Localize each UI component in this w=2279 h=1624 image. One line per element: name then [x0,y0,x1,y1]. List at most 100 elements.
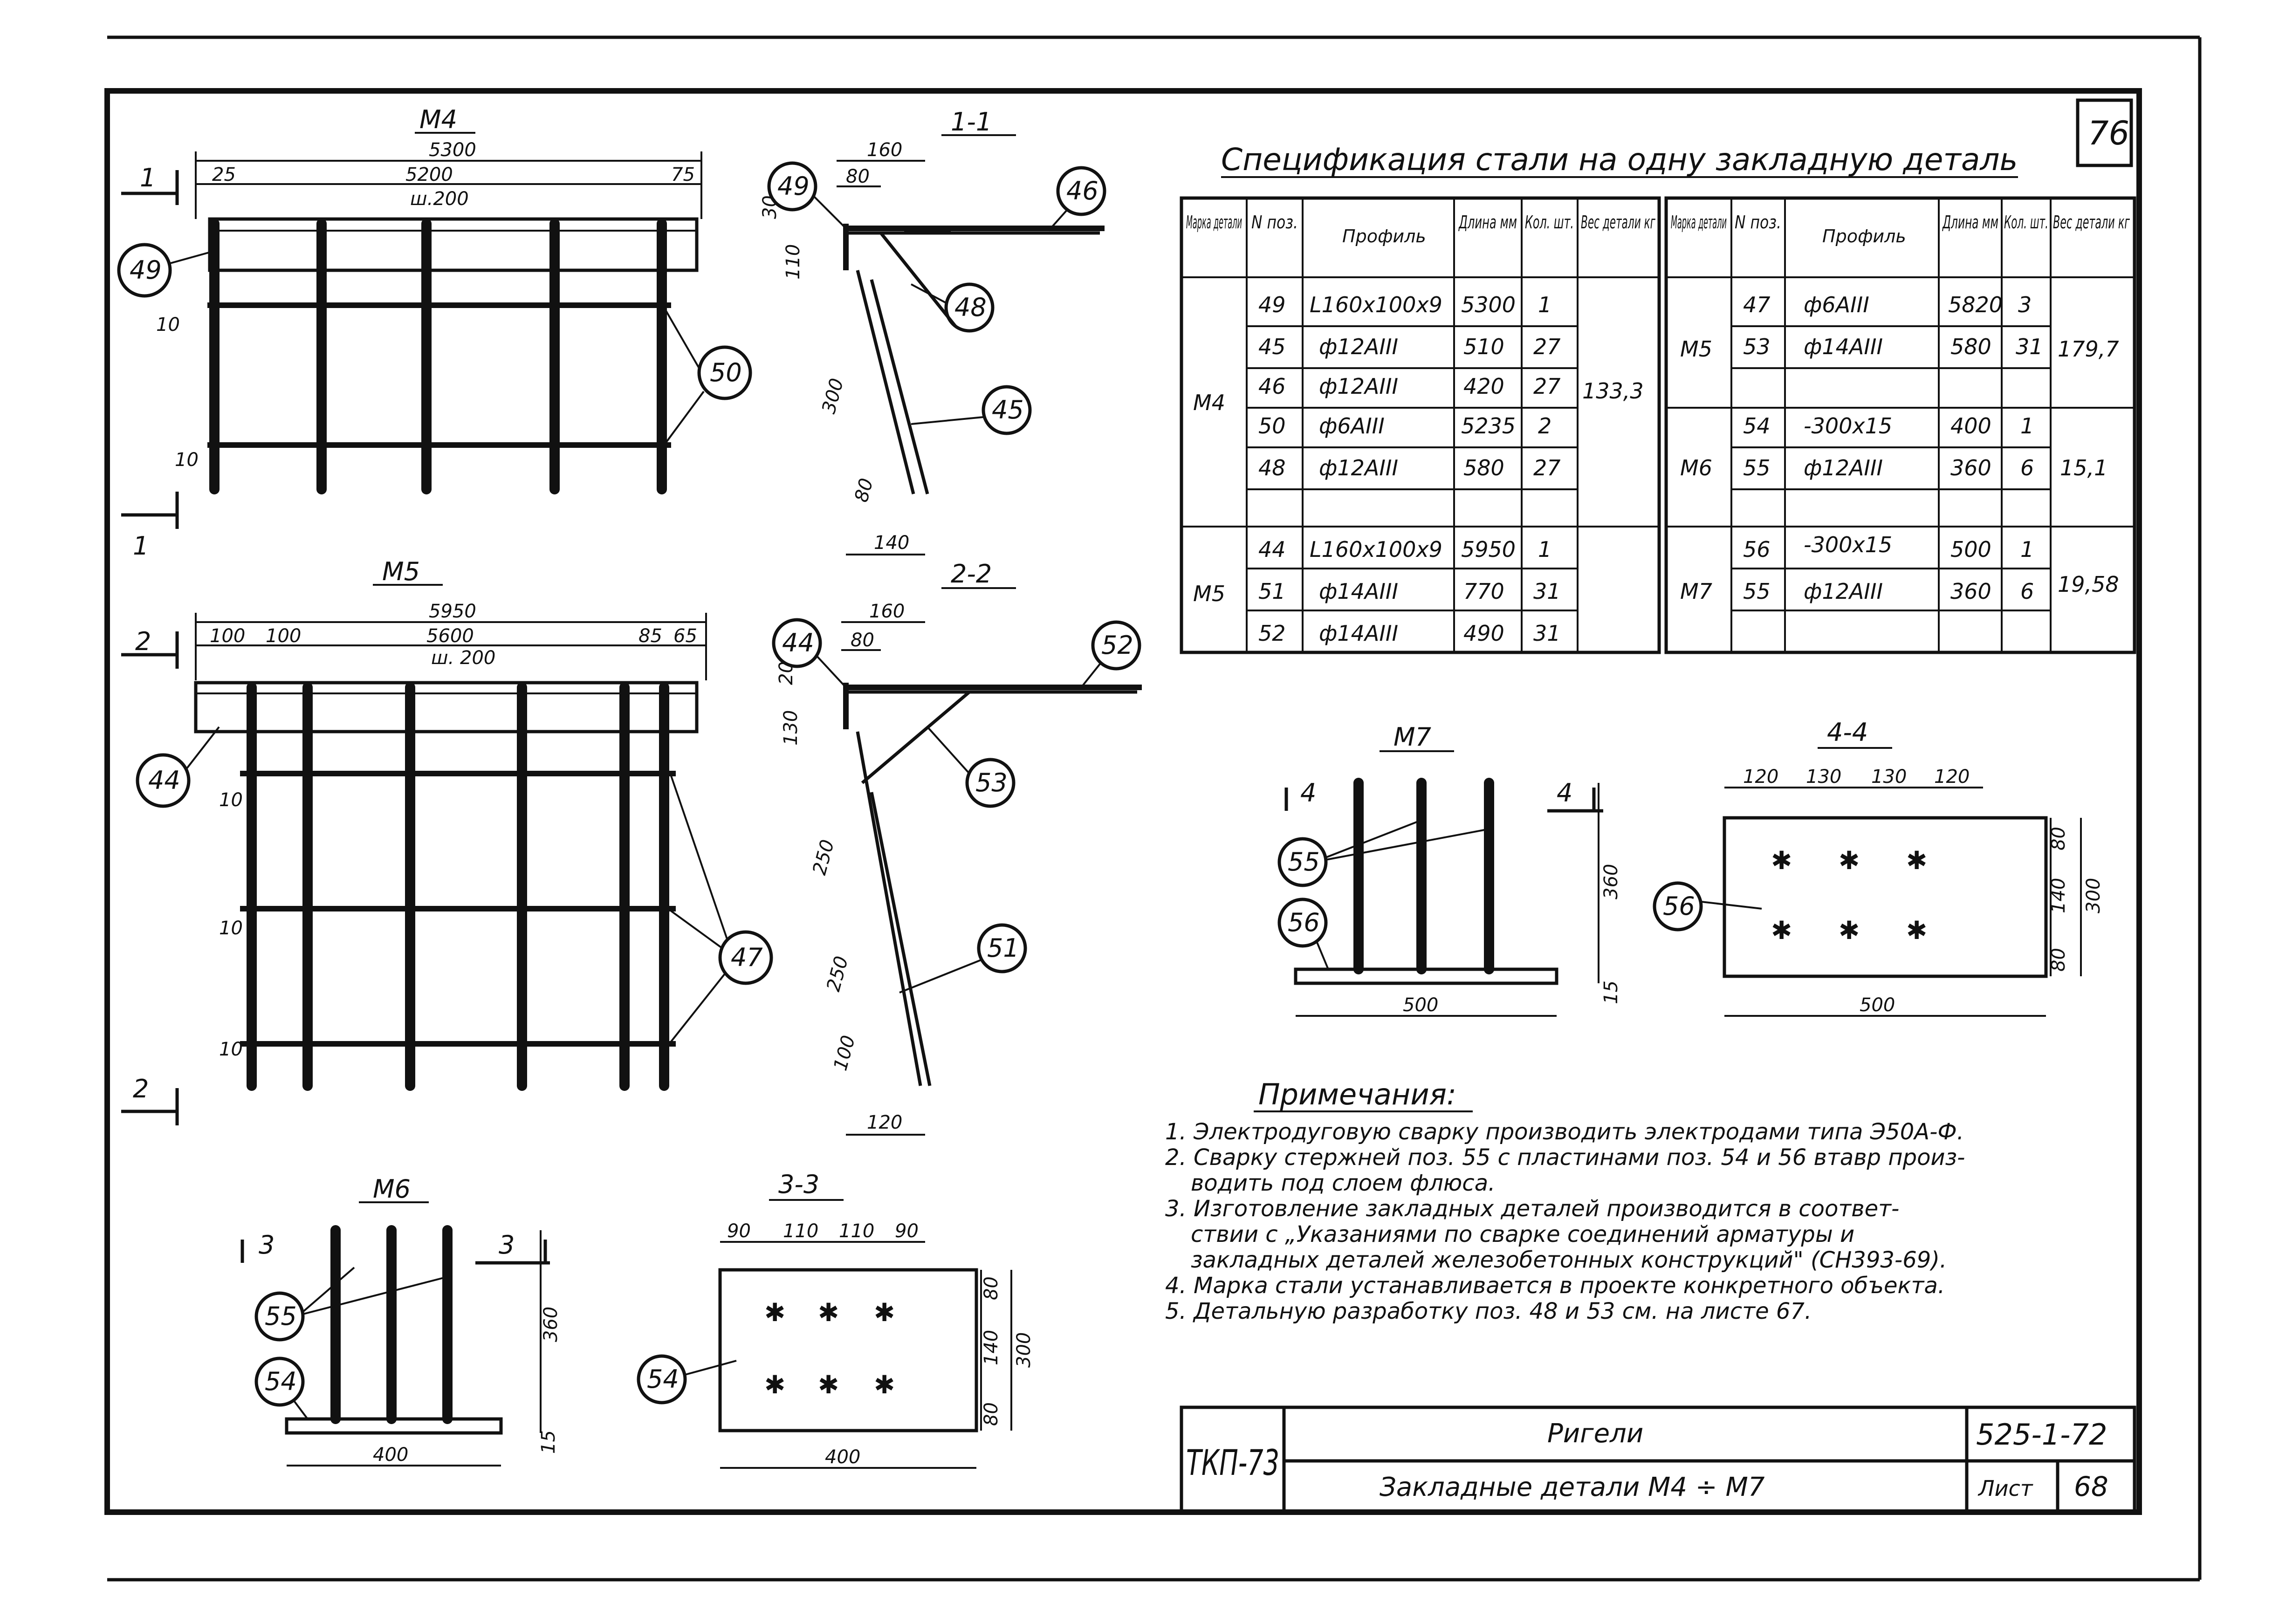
svg-text:М5: М5 [1680,336,1712,362]
view-m4-title: М4 [419,105,457,134]
svg-text:360: 360 [1950,579,1991,604]
svg-text:49: 49 [130,255,162,285]
svg-text:130: 130 [1871,766,1907,788]
callout-m7-56 [1277,898,1328,948]
section-3-3: 3-3 90 110 110 90 ✱ ✱ ✱ ✱ ✱ ✱ 80 140 80 … [637,1170,1035,1469]
svg-text:4: 4 [1557,778,1572,808]
drawing-name: Ригели [1547,1418,1643,1449]
svg-text:580: 580 [1950,334,1991,359]
section-2-2: 2-2 160 80 20 130 250 250 100 120 44 52 … [772,559,1142,1136]
svg-text:54: 54 [265,1367,297,1396]
svg-text:48: 48 [1258,455,1286,480]
callout-m7-55 [1277,837,1328,887]
callout-49 [117,243,172,298]
svg-text:ф14АIII: ф14АIII [1319,621,1398,646]
svg-text:1. Электродуговую сварку произ: 1. Электродуговую сварку производить эле… [1165,1119,1964,1145]
svg-text:М4: М4 [1193,390,1225,415]
svg-text:Марка детали: Марка детали [1671,212,1727,233]
svg-text:15,1: 15,1 [2060,455,2107,480]
svg-text:✱: ✱ [1771,916,1792,945]
svg-text:15: 15 [538,1430,559,1454]
svg-text:770: 770 [1463,579,1504,604]
svg-text:80: 80 [981,1402,1002,1426]
svg-text:✱: ✱ [874,1298,895,1327]
svg-text:25: 25 [212,164,236,185]
view-m6-title: М6 [373,1174,411,1204]
svg-text:✱: ✱ [1906,916,1927,945]
notes: Примечания: 1. Электродуговую сварку про… [1165,1077,1965,1324]
svg-text:510: 510 [1463,334,1504,359]
svg-text:ф12АIII: ф12АIII [1319,455,1398,480]
svg-text:1: 1 [2020,537,2034,562]
svg-text:1: 1 [1538,292,1551,317]
spec-table: Спецификация стали на одну закладную дет… [1180,142,2136,654]
svg-text:31: 31 [1533,621,1561,646]
svg-text:56: 56 [1663,891,1695,921]
svg-text:300: 300 [1013,1332,1035,1368]
plate-56 [1294,967,1558,985]
svg-text:3: 3 [499,1230,515,1260]
svg-text:Длина мм: Длина мм [1458,212,1517,233]
svg-text:N поз.: N поз. [1251,212,1298,233]
svg-text:100: 100 [266,625,301,647]
svg-text:133,3: 133,3 [1582,378,1644,404]
svg-text:160: 160 [869,601,905,622]
plate-56-plan [1723,816,2048,978]
section-3-3-title: 3-3 [778,1170,819,1199]
svg-text:5200: 5200 [405,164,453,185]
svg-text:3: 3 [259,1230,275,1260]
svg-text:360: 360 [540,1307,562,1342]
svg-text:N поз.: N поз. [1735,212,1781,233]
svg-text:✱: ✱ [1906,846,1927,875]
sheet-number: 68 [2074,1471,2108,1502]
svg-text:500: 500 [1860,994,1895,1016]
svg-text:47: 47 [731,943,763,972]
callout-1-1-46 [1056,166,1106,216]
svg-text:179,7: 179,7 [2058,336,2119,362]
callout-2-2-51 [977,923,1027,973]
svg-text:52: 52 [1258,621,1286,646]
drawing-frame [104,88,2142,1515]
svg-text:Профиль: Профиль [1342,226,1426,247]
svg-text:✱: ✱ [1839,916,1860,945]
angle-49 [208,217,699,272]
svg-text:50: 50 [710,358,742,387]
svg-text:5300: 5300 [429,139,476,161]
svg-text:250: 250 [823,954,852,994]
project-code: 525-1-72 [1976,1418,2107,1452]
svg-text:М6: М6 [1680,455,1712,480]
svg-text:5300: 5300 [1461,292,1516,317]
svg-text:80: 80 [981,1276,1002,1300]
svg-text:400: 400 [825,1446,860,1468]
svg-text:ф12АIII: ф12АIII [1804,579,1883,604]
view-m7: М7 4 4 360 15 500 55 56 [1277,722,1622,1017]
svg-text:100: 100 [830,1033,859,1073]
svg-text:120: 120 [1743,766,1778,788]
svg-text:53: 53 [1743,334,1771,359]
svg-text:130: 130 [1806,766,1841,788]
svg-text:19,58: 19,58 [2058,572,2119,597]
svg-text:160: 160 [867,139,902,161]
svg-text:140: 140 [981,1330,1002,1365]
svg-text:55: 55 [1743,579,1771,604]
section-4-4-title: 4-4 [1827,718,1868,747]
svg-text:90: 90 [727,1220,751,1242]
svg-text:10: 10 [175,449,199,471]
svg-text:водить под слоем флюса.: водить под слоем флюса. [1191,1170,1495,1196]
svg-text:5820: 5820 [1948,292,2003,317]
svg-text:✱: ✱ [818,1370,839,1399]
angle-49-section [843,224,1105,270]
svg-text:110: 110 [783,1220,818,1242]
svg-text:31: 31 [1533,579,1561,604]
svg-text:10: 10 [219,789,243,811]
svg-text:44: 44 [148,766,180,795]
svg-text:52: 52 [1101,630,1133,660]
notes-title: Примечания: [1258,1077,1456,1111]
svg-text:Кол. шт.: Кол. шт. [2004,212,2048,233]
drawing-subtitle: Закладные детали М4 ÷ М7 [1380,1472,1765,1502]
callout-m6-54 [254,1357,305,1407]
svg-text:130: 130 [780,710,802,746]
svg-text:2. Сварку стержней поз. 55 с п: 2. Сварку стержней поз. 55 с пластинами … [1165,1144,1965,1171]
section-1-1: 1-1 160 80 30 110 300 80 140 49 46 48 45 [759,107,1106,555]
svg-text:-300x15: -300x15 [1804,413,1892,439]
